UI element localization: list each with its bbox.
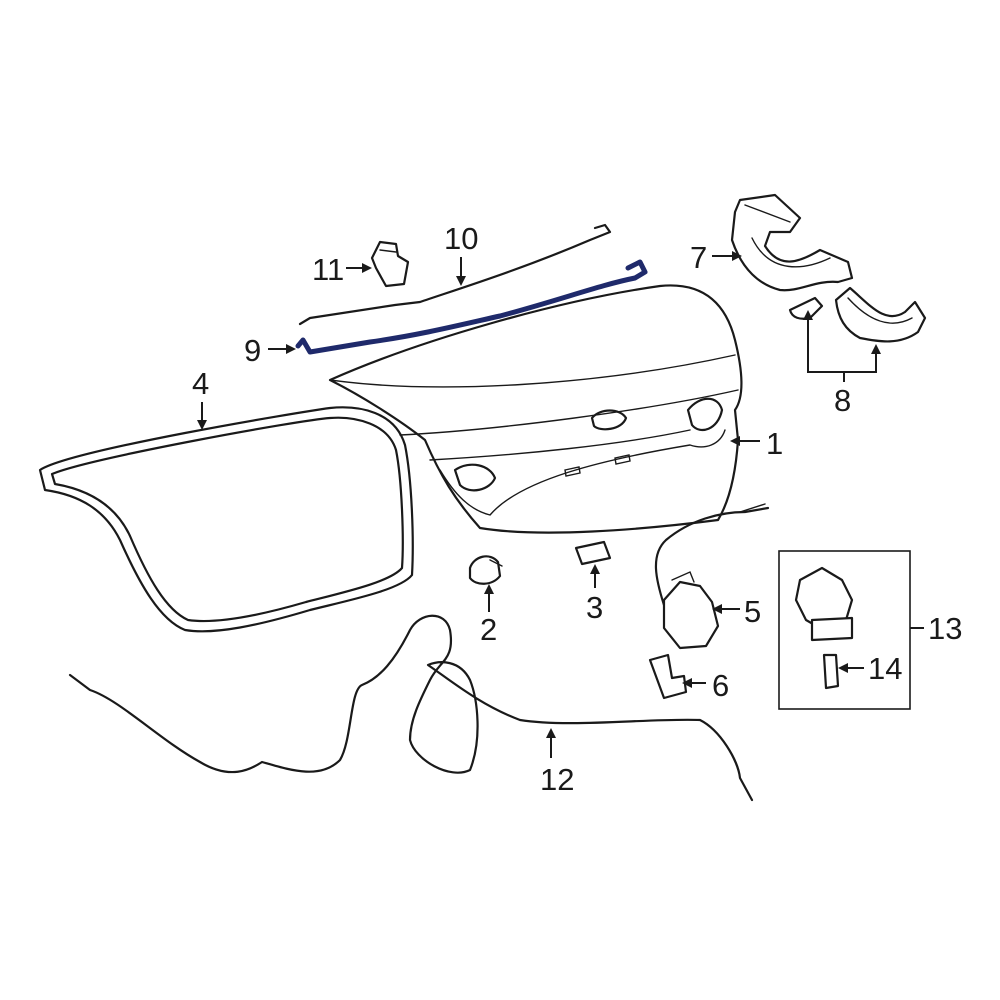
hinge-bracket[interactable] [834,286,927,343]
release-cable[interactable] [68,614,754,802]
lock-cylinder-assembly[interactable] [794,566,854,642]
callout-12: 12 [540,762,575,797]
callout-4: 4 [192,366,210,401]
callout-6: 6 [712,668,730,703]
torsion-bar-highlighted[interactable] [295,259,648,355]
callout-13: 13 [928,611,963,646]
trunk-hinge[interactable] [730,193,854,292]
callout-8: 8 [834,383,852,418]
callout-9: 9 [244,333,262,368]
trunk-lid[interactable] [328,284,743,534]
hinge-clip[interactable] [788,296,824,320]
callout-10: 10 [444,221,479,256]
callout-5: 5 [744,594,762,629]
lock-cylinder-pin[interactable] [822,653,840,690]
cushion-bumper[interactable] [468,555,503,585]
callout-7: 7 [690,240,708,275]
callout-1: 1 [766,426,784,461]
callout-3: 3 [586,590,604,625]
callout-11: 11 [312,252,345,287]
support-rod-upper[interactable] [298,223,612,326]
weatherstrip-seal[interactable] [38,406,414,633]
callout-2: 2 [480,612,498,647]
trunk-pad[interactable] [574,540,612,566]
assembly-box-13 [778,550,911,710]
callout-leaders [197,251,924,758]
callout-14: 14 [868,651,903,686]
striker[interactable] [648,653,688,700]
stopper-block[interactable] [370,240,410,288]
lock-latch[interactable] [654,503,770,650]
